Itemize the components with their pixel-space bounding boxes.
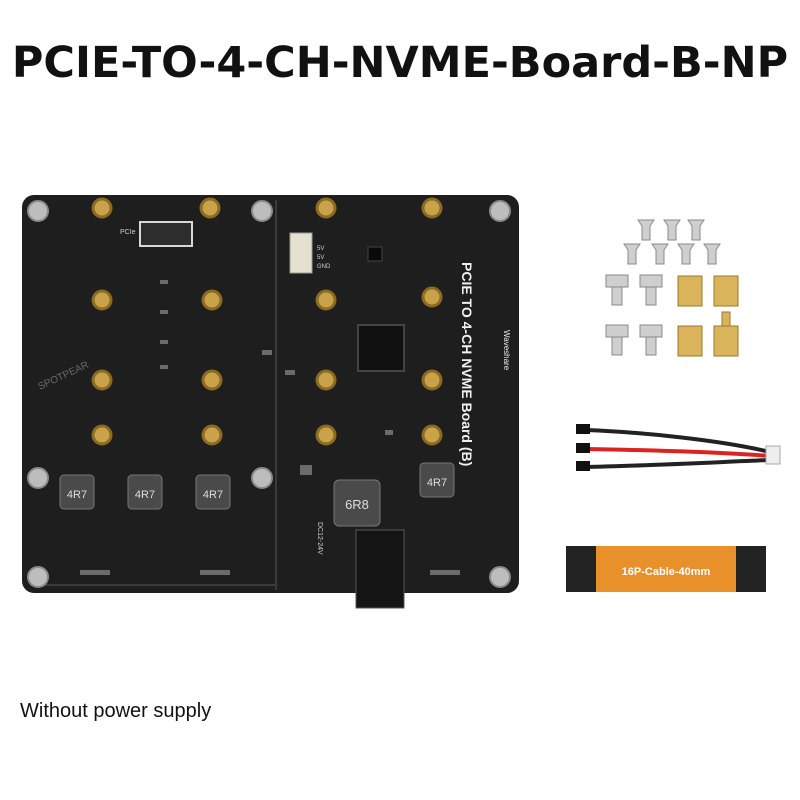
cable-label: 16P-Cable-40mm bbox=[622, 566, 711, 578]
product-title: PCIE-TO-4-CH-NVME-Board-B-NP bbox=[11, 38, 789, 88]
screws bbox=[605, 219, 721, 356]
fan-cable bbox=[576, 424, 781, 471]
ribbon-cable: 16P-Cable-40mm bbox=[566, 546, 766, 592]
inductor-label-3: 4R7 bbox=[203, 489, 223, 501]
smd-components bbox=[80, 280, 460, 575]
inductors: 4R7 4R7 4R7 4R7 6R8 bbox=[59, 462, 455, 527]
header-label: PCIe bbox=[120, 229, 136, 236]
inductor-label-4: 4R7 bbox=[427, 477, 447, 489]
board-label: PCIE TO 4-CH NVME Board (B) bbox=[459, 262, 475, 466]
brass-standoffs bbox=[677, 275, 739, 357]
pcie-switch-chip bbox=[357, 324, 405, 372]
fan-label-2: 5V bbox=[317, 255, 324, 261]
inductor-label-2: 4R7 bbox=[135, 489, 155, 501]
mounting-holes bbox=[27, 200, 511, 588]
gold-pads bbox=[91, 197, 443, 446]
pcie-header: PCIe bbox=[120, 221, 193, 247]
brand-label: Waveshare bbox=[502, 330, 511, 371]
inductor-label-1: 4R7 bbox=[67, 489, 87, 501]
fan-connector: 5V 5V GND bbox=[289, 232, 331, 274]
caption: Without power supply bbox=[20, 700, 212, 722]
small-chip bbox=[367, 246, 383, 262]
fan-label-1: 5V bbox=[317, 246, 324, 252]
fan-label-3: GND bbox=[317, 264, 331, 270]
pcb-board: PCIe 5V 5V GND PCIE TO 4-CH NVME Board (… bbox=[22, 195, 519, 609]
inductor-label-large: 6R8 bbox=[345, 497, 369, 512]
dc-jack bbox=[355, 529, 405, 609]
dc-label: DC12-24V bbox=[316, 522, 323, 555]
